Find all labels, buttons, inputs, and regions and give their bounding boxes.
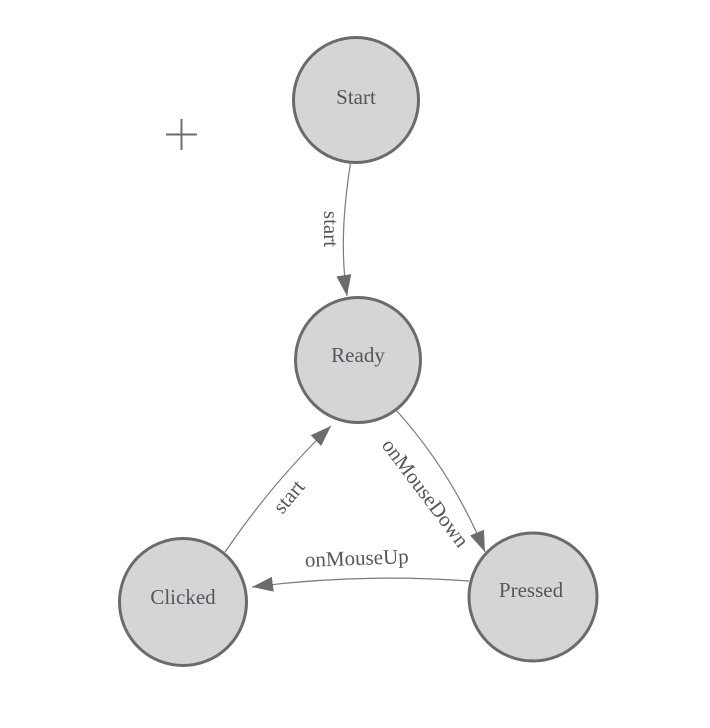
node-clicked-circle[interactable] bbox=[118, 537, 248, 667]
edge-pressed-to-clicked[interactable]: onMouseUp bbox=[251, 544, 470, 592]
edge-ready-to-pressed[interactable]: onMouseDown bbox=[377, 409, 486, 553]
node-pressed-circle[interactable] bbox=[467, 531, 599, 663]
node-start[interactable]: Start bbox=[292, 36, 420, 164]
edge-clicked-to-ready[interactable]: start bbox=[224, 425, 332, 553]
edge-start-to-ready[interactable]: start bbox=[319, 162, 352, 297]
node-ready[interactable]: Ready bbox=[294, 296, 422, 424]
edge-start-to-ready-path[interactable] bbox=[336, 162, 352, 297]
edge-pressed-to-clicked-label: onMouseUp bbox=[304, 544, 409, 572]
node-clicked[interactable]: Clicked bbox=[118, 537, 248, 667]
node-start-circle[interactable] bbox=[292, 36, 420, 164]
edge-pressed-to-clicked-path[interactable] bbox=[251, 576, 470, 592]
node-pressed[interactable]: Pressed bbox=[467, 531, 599, 663]
edge-clicked-to-ready-label: start bbox=[268, 475, 310, 518]
crosshair-icon bbox=[166, 119, 197, 150]
edge-start-to-ready-label: start bbox=[319, 211, 343, 247]
node-ready-circle[interactable] bbox=[294, 296, 422, 424]
edge-clicked-to-ready-path[interactable] bbox=[224, 425, 332, 553]
edge-ready-to-pressed-label: onMouseDown bbox=[377, 434, 474, 552]
node-ready-label: Ready bbox=[331, 343, 385, 367]
edge-ready-to-pressed-path[interactable] bbox=[395, 409, 486, 553]
node-clicked-label: Clicked bbox=[150, 585, 216, 609]
node-start-label: Start bbox=[336, 85, 376, 109]
node-pressed-label: Pressed bbox=[499, 578, 564, 602]
